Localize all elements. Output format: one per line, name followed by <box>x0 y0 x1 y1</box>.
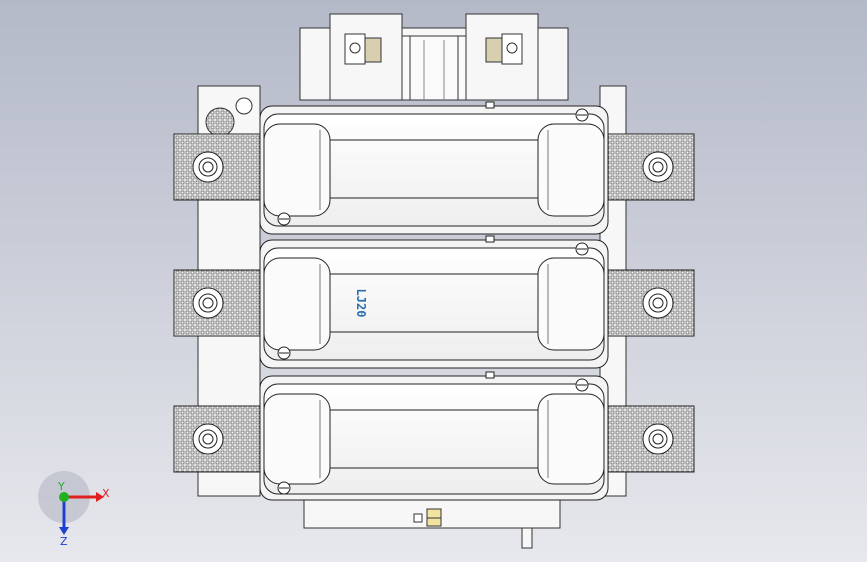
z-arrowhead <box>59 527 69 535</box>
z-axis-label: Z <box>60 535 68 548</box>
y-axis-dot <box>59 492 69 502</box>
x-arrowhead <box>96 492 104 502</box>
y-axis-label: Y <box>57 480 65 493</box>
orientation-triad[interactable]: X Y Z <box>38 471 110 548</box>
valve-module-2 <box>173 235 695 369</box>
valve-module-3 <box>173 371 695 501</box>
component-label: LJ20 <box>354 289 368 318</box>
valve-module-1 <box>173 101 695 235</box>
x-axis-label: X <box>102 487 110 500</box>
top-housing <box>299 13 569 101</box>
bottom-plate <box>303 495 561 549</box>
